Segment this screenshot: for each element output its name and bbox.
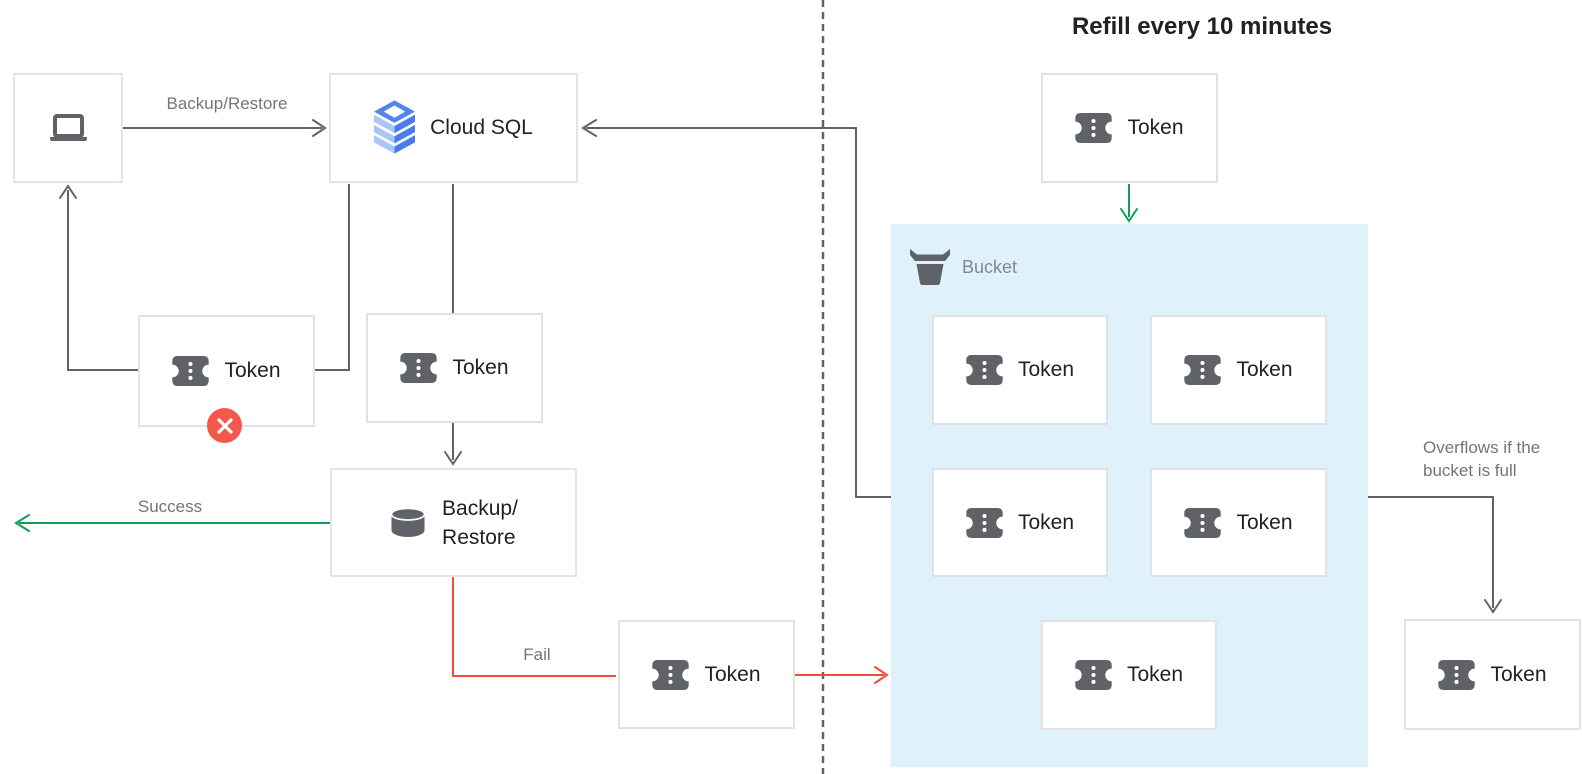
ticket-icon [652,659,690,690]
token-label: Token [224,359,281,382]
edge-cloudsql-to-rejected-token [314,184,350,371]
laptop-icon [49,114,87,142]
edge-client-to-cloudsql [123,119,327,137]
token-label: Token [704,662,761,686]
token-label: Token [1490,662,1547,686]
cloud-sql-icon [374,100,416,156]
token-label: Token [1017,510,1075,534]
bucket-token-box: Token [932,315,1108,425]
overflow-token-box: Token [1404,619,1581,730]
bucket-token-box: Token [932,468,1108,577]
bucket-header: Bucket [909,247,1017,287]
token-label: Token [1127,116,1184,139]
ticket-icon [1184,507,1222,538]
bucket-token-box: Token [1150,468,1327,577]
database-icon [389,507,427,538]
token-label: Token [1017,358,1075,381]
bucket-token-box: Token [1150,315,1327,425]
cloud-sql-box: Cloud SQL [329,73,578,183]
client-box [13,73,123,183]
ticket-icon [1075,660,1112,690]
cloud-sql-label: Cloud SQL [430,116,533,139]
token-label: Token [1126,663,1184,686]
backup-restore-box: Backup/ Restore [330,468,577,577]
request-token-box: Token [366,313,543,423]
ticket-icon [172,356,210,386]
edge-refill-to-bucket [1120,184,1138,223]
edge-rejected-token-to-client [59,184,138,371]
token-label: Token [1236,510,1293,534]
ticket-icon [400,353,438,383]
token-label: Token [452,356,509,379]
fail-edge-label: Fail [523,645,551,664]
refill-title: Refill every 10 minutes [1071,13,1333,40]
edge-failed-token-to-bucket [795,666,889,684]
failed-token-box: Token [618,620,795,729]
success-edge-label: Success [137,497,203,516]
refill-token-box: Token [1041,73,1218,183]
bucket-icon [909,247,951,287]
edge-bucket-to-cloudsql [581,119,891,498]
request-edge-label: Backup/Restore [166,94,288,113]
ticket-icon [966,507,1003,538]
bucket-label: Bucket [962,256,1018,277]
ticket-icon [1184,355,1222,385]
ticket-icon [1075,113,1113,143]
ticket-icon [1438,659,1476,690]
edge-request-token-to-backup [444,423,462,466]
ticket-icon [966,355,1003,385]
edge-bucket-overflow [1368,496,1502,614]
x-circle-icon [207,408,242,443]
backup-restore-label: Backup/ Restore [442,496,518,549]
bucket-token-box: Token [1041,620,1217,730]
overflow-edge-label: Overflows if the bucket is full [1423,438,1541,480]
token-label: Token [1236,358,1293,381]
